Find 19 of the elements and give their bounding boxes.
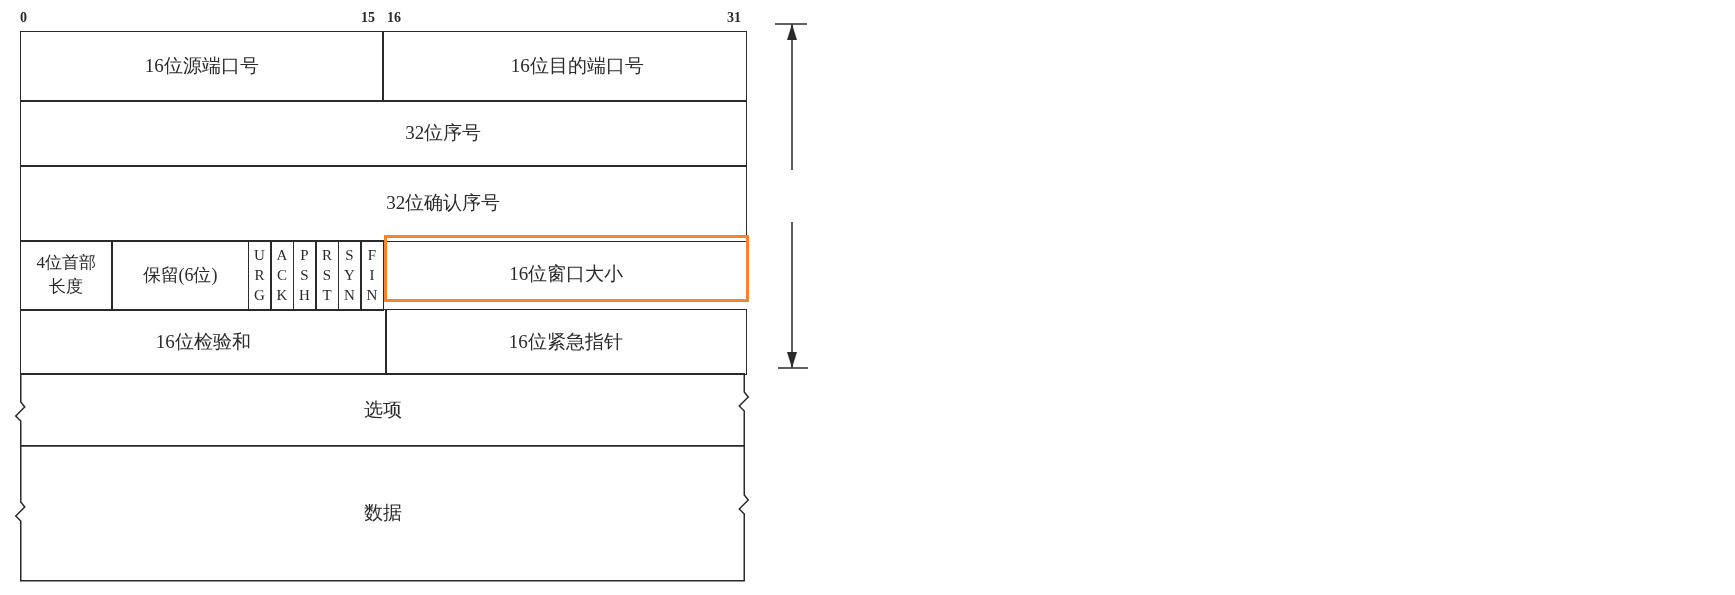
field-box: 16位检验和 (20, 309, 387, 375)
flag-box: RST (315, 240, 339, 311)
bit-number: 0 (20, 11, 27, 25)
field-box: 16位源端口号 (20, 31, 384, 102)
bit-number: 31 (727, 11, 741, 25)
field-box: 32位确认序号 (20, 165, 747, 242)
flag-box: SYN (337, 240, 362, 311)
flag-box: FIN (360, 240, 384, 311)
field-box: 保留(6位) (111, 240, 249, 311)
field-box: 16位紧急指针 (385, 309, 747, 375)
flag-box: PSH (292, 240, 317, 311)
flag-box: ACK (270, 240, 294, 311)
field-box: 32位序号 (20, 100, 747, 167)
field-box: 4位首部长度 (20, 240, 113, 311)
flag-box: URG (247, 240, 272, 311)
highlighted-field-box: 16位窗口大小 (384, 235, 749, 302)
field-box: 16位目的端口号 (382, 31, 747, 102)
bit-number: 16 (387, 11, 401, 25)
bit-number: 15 (361, 11, 375, 25)
